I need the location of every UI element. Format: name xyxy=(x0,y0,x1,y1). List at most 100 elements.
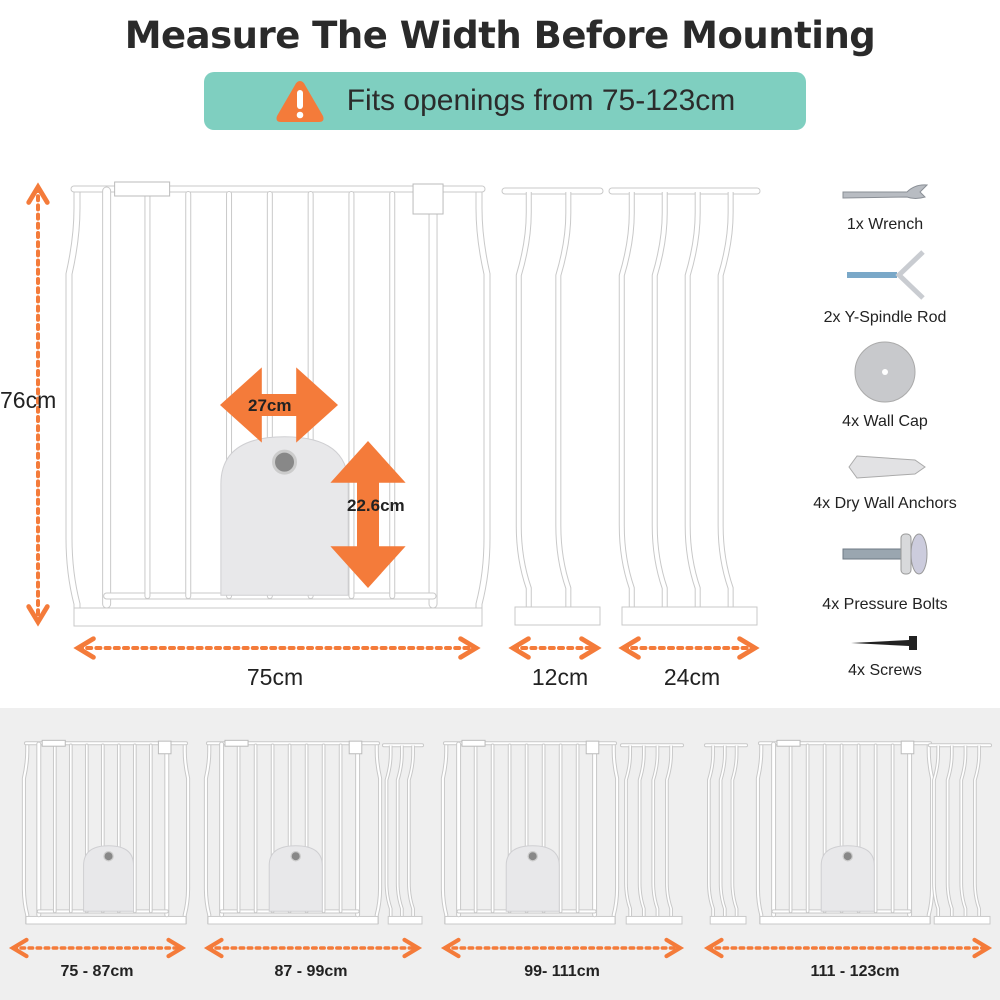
gate-extension xyxy=(703,743,749,925)
wrench-icon xyxy=(842,184,929,199)
arrowhead-icon xyxy=(737,636,760,660)
extension-base xyxy=(625,915,683,925)
cat-door-lock-icon xyxy=(103,850,114,862)
gate-curved-bar xyxy=(946,745,953,918)
double-arrow-icon xyxy=(220,367,338,443)
gate-curved-bar xyxy=(375,742,382,924)
config-label-2: 87 - 99cm xyxy=(274,963,348,980)
accessory-anchor-label: 4x Dry Wall Anchors xyxy=(813,495,957,512)
extension-base xyxy=(514,606,601,626)
gate-base xyxy=(444,915,616,925)
gate-curved-bar xyxy=(933,745,940,918)
gate-curved-bar xyxy=(612,742,619,924)
gate-curved-bar xyxy=(685,192,700,609)
gate-curved-bar xyxy=(974,745,980,918)
cat-door-lock-icon xyxy=(527,850,538,862)
arrowhead-icon xyxy=(203,937,224,959)
dimension-arrow xyxy=(203,937,423,959)
arrowhead-icon xyxy=(440,937,461,959)
gate-curved-bar xyxy=(731,745,738,918)
cat-door xyxy=(268,845,323,912)
gate-extension xyxy=(608,187,761,626)
accessory-bolts-label: 4x Pressure Bolts xyxy=(822,596,948,613)
gate-curved-bar xyxy=(204,742,211,924)
gate-latch xyxy=(41,739,66,747)
gate-width-label: 75cm xyxy=(246,664,304,690)
door-height-label: 22.6cm xyxy=(347,496,405,515)
gate-curved-bar xyxy=(960,745,967,918)
arrowhead-icon xyxy=(579,636,602,660)
arrowhead-icon xyxy=(508,636,531,660)
gate-curved-bar xyxy=(718,192,733,609)
gate-extension xyxy=(927,743,993,925)
gate-latch xyxy=(776,739,801,747)
screw-icon xyxy=(851,636,917,650)
gate-hinge xyxy=(157,740,172,755)
wall-cap-hole xyxy=(882,369,888,375)
config-label-3: 99- 111cm xyxy=(524,963,600,980)
pressure-gate xyxy=(755,739,935,925)
gate-curved-bar xyxy=(476,186,490,626)
gate-curved-bar xyxy=(638,745,645,918)
gate-curved-bar xyxy=(719,745,726,918)
gate-hinge xyxy=(412,183,444,215)
pressure-bolt-cap xyxy=(910,533,928,575)
gate-curved-bar xyxy=(652,192,667,609)
gate-extension xyxy=(381,743,425,925)
dimension-arrow xyxy=(703,937,993,959)
gate-curved-bar xyxy=(625,745,632,918)
gate-curved-bar xyxy=(516,192,531,609)
gate-hinge xyxy=(585,740,600,755)
pressure-gate xyxy=(203,739,383,925)
dimension-arrow xyxy=(26,182,50,627)
pressure-bolt-plate xyxy=(900,533,912,575)
extension-12-label: 12cm xyxy=(531,664,589,690)
arrowhead-icon xyxy=(664,937,685,959)
accessory-y-rod-label: 2x Y-Spindle Rod xyxy=(823,309,947,326)
gate-curved-bar xyxy=(385,745,392,918)
arrowhead-icon xyxy=(166,937,187,959)
cat-door-lock-icon xyxy=(842,850,853,862)
gate-curved-bar xyxy=(756,742,763,924)
config-label-4: 111 - 123cm xyxy=(810,963,900,980)
arrowhead-icon xyxy=(703,937,724,959)
accessory-wall-cap-label: 4x Wall Cap xyxy=(842,413,928,430)
banner-text: Fits openings from 75-123cm xyxy=(346,84,736,117)
dimension-arrow xyxy=(73,636,481,660)
gate-curved-bar xyxy=(556,192,571,609)
gate-base xyxy=(25,915,187,925)
gate-extension xyxy=(619,743,685,925)
gate-base xyxy=(207,915,379,925)
pressure-gate xyxy=(21,739,191,925)
gate-curved-bar xyxy=(652,745,659,918)
gate-latch xyxy=(114,181,171,197)
accessory-wrench-label: 1x Wrench xyxy=(846,216,924,233)
arrowhead-icon xyxy=(8,937,29,959)
page-title: Measure The Width Before Mounting xyxy=(124,14,876,57)
cat-door xyxy=(820,845,875,912)
gate-curved-bar xyxy=(396,745,403,918)
arrowhead-icon xyxy=(26,604,50,627)
warning-icon xyxy=(276,81,324,122)
arrowhead-icon xyxy=(458,636,481,660)
dry-wall-anchor-icon xyxy=(848,455,926,479)
gate-curved-bar xyxy=(183,742,190,924)
gate-curved-bar xyxy=(708,745,714,918)
gate-curved-bar xyxy=(441,742,448,924)
config-label-1: 75 - 87cm xyxy=(60,963,134,980)
dimension-arrow xyxy=(508,636,602,660)
arrowhead-icon xyxy=(972,937,993,959)
extension-base xyxy=(933,915,991,925)
fit-range-banner: Fits openings from 75-123cm xyxy=(204,72,806,130)
cat-door-lock-icon xyxy=(272,449,298,475)
accessory-screws-label: 4x Screws xyxy=(848,662,922,679)
door-width-label: 27cm xyxy=(248,396,292,415)
y-spindle-fork xyxy=(895,250,925,300)
arrowhead-icon xyxy=(26,182,50,205)
dimension-arrow xyxy=(8,937,187,959)
extension-base xyxy=(387,915,423,925)
extension-base xyxy=(621,606,758,626)
pressure-gate xyxy=(440,739,620,925)
gate-base xyxy=(73,607,483,627)
